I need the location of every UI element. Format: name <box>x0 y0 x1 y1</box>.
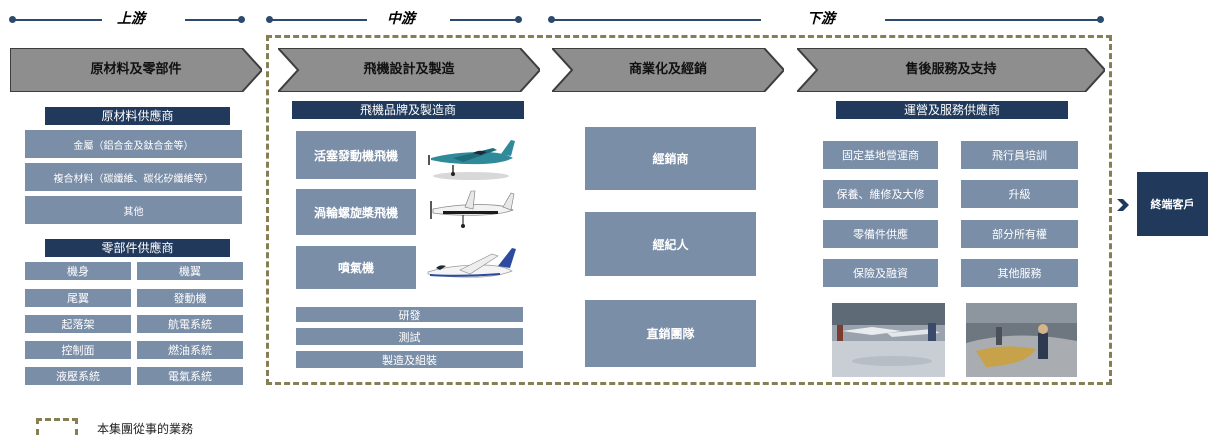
piston-plane-image <box>423 128 518 183</box>
timeline-dot <box>1097 16 1104 23</box>
process-rnd: 研發 <box>296 307 523 322</box>
brand-manufacturer-title: 飛機品牌及製造商 <box>292 101 524 119</box>
raw-item-composite: 複合材料（碳纖維、碳化矽纖維等） <box>25 163 242 191</box>
part-item: 液壓系統 <box>25 367 131 385</box>
stage-after-sales: 售後服務及支持 <box>797 48 1105 92</box>
parts-supplier-title: 零部件供應商 <box>45 239 230 257</box>
raw-supplier-title: 原材料供應商 <box>45 107 230 125</box>
process-manufacturing: 製造及組裝 <box>296 351 523 368</box>
timeline-line <box>885 19 1100 21</box>
process-testing: 測試 <box>296 328 523 345</box>
part-item: 尾翼 <box>25 289 131 307</box>
downstream-label: 下游 <box>807 11 835 27</box>
stage-raw-materials: 原材料及零部件 <box>10 48 262 92</box>
chevron-shape <box>797 48 1105 92</box>
timeline-line <box>450 19 518 21</box>
timeline-line <box>269 19 367 21</box>
timeline-dot <box>238 16 245 23</box>
timeline-line <box>12 19 102 21</box>
timeline-line <box>185 19 242 21</box>
plane-type-turboprop: 渦輪螺旋槳飛機 <box>296 189 416 235</box>
chevron-right-icon <box>1117 199 1129 211</box>
part-item: 機身 <box>25 262 131 280</box>
upstream-label: 上游 <box>117 11 145 27</box>
end-customer-box: 終端客戶 <box>1137 172 1208 236</box>
ops-service-title: 運營及服務供應商 <box>836 101 1068 119</box>
hangar-photo <box>832 303 945 377</box>
raw-item-metal: 金屬（鋁合金及鈦合金等） <box>25 130 242 158</box>
turboprop-plane-image <box>423 185 518 235</box>
timeline-line <box>551 19 761 21</box>
stage-label: 原材料及零部件 <box>90 62 182 77</box>
legend-label: 本集團從事的業務 <box>97 422 194 436</box>
stage-commercialization: 商業化及經銷 <box>552 48 784 92</box>
part-item: 航電系統 <box>137 315 243 333</box>
channel-broker: 經紀人 <box>585 212 756 276</box>
chevron-shape <box>10 48 262 92</box>
plane-type-piston: 活塞發動機飛機 <box>296 131 416 179</box>
part-item: 電氣系統 <box>137 367 243 385</box>
channel-direct-sales: 直銷團隊 <box>585 300 756 367</box>
raw-item-other: 其他 <box>25 196 242 224</box>
stage-label: 售後服務及支持 <box>905 62 997 77</box>
part-item: 起落架 <box>25 315 131 333</box>
chevron-shape <box>552 48 784 92</box>
midstream-label: 中游 <box>387 11 415 27</box>
group-business-boundary <box>266 35 1112 385</box>
part-item: 機翼 <box>137 262 243 280</box>
part-item: 燃油系統 <box>137 341 243 359</box>
service-mro: 保養、維修及大修 <box>823 180 938 208</box>
jet-plane-image <box>420 240 520 290</box>
maintenance-photo <box>966 303 1077 377</box>
stage-label: 飛機設計及製造 <box>363 62 455 77</box>
service-upgrade: 升級 <box>961 180 1078 208</box>
service-fbo: 固定基地營運商 <box>823 141 938 169</box>
stage-label: 商業化及經銷 <box>628 62 707 77</box>
channel-dealer: 經銷商 <box>585 127 756 190</box>
chevron-shape <box>278 48 540 92</box>
stage-design-manufacturing: 飛機設計及製造 <box>278 48 540 92</box>
legend-dashed-icon <box>36 418 78 435</box>
part-item: 控制面 <box>25 341 131 359</box>
plane-type-jet: 噴氣機 <box>296 246 416 289</box>
part-item: 發動機 <box>137 289 243 307</box>
service-fractional-ownership: 部分所有權 <box>961 220 1078 248</box>
timeline-dot <box>515 16 522 23</box>
service-pilot-training: 飛行員培訓 <box>961 141 1078 169</box>
service-other: 其他服務 <box>961 259 1078 287</box>
service-spare-parts: 零備件供應 <box>823 220 938 248</box>
service-insurance-financing: 保險及融資 <box>823 259 938 287</box>
